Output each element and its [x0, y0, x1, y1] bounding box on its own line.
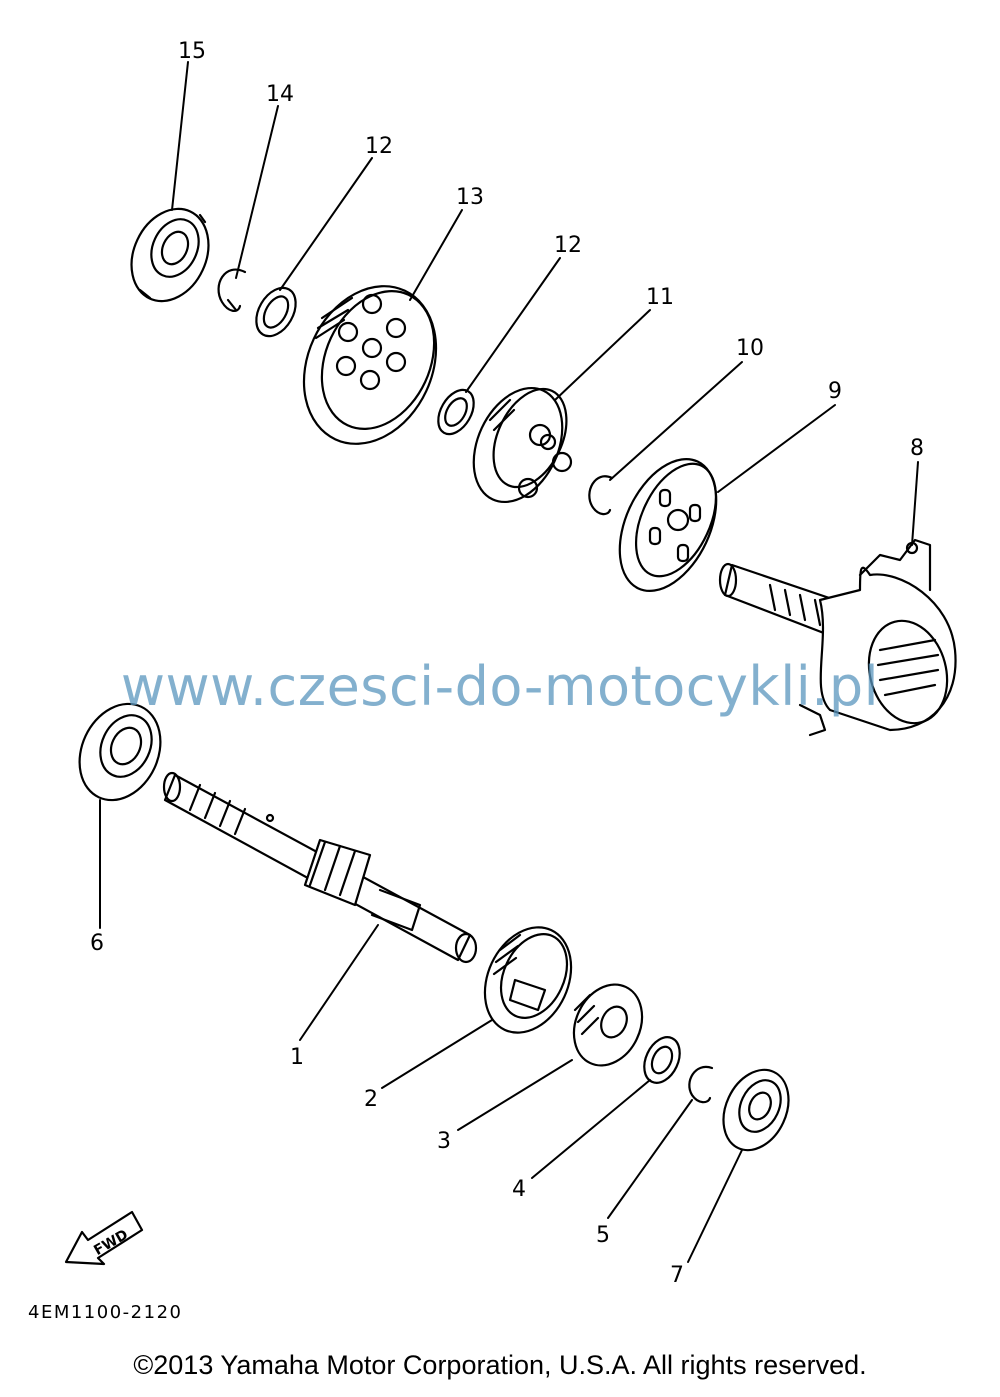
callout-15: 15	[178, 39, 206, 64]
gear-13	[279, 264, 461, 465]
output-shaft-8	[720, 540, 958, 735]
gear-9	[600, 444, 735, 606]
callout-5: 5	[596, 1223, 610, 1248]
gear-3	[561, 973, 655, 1076]
watermark: www.czesci-do-motocykli.pl	[120, 655, 880, 718]
bearing-7	[711, 1059, 801, 1160]
callout-8: 8	[910, 436, 924, 461]
callout-6: 6	[90, 931, 104, 956]
circlip-14	[219, 270, 245, 311]
circlip-5	[689, 1067, 712, 1102]
circlip-10	[589, 476, 612, 514]
callout-4: 4	[512, 1177, 526, 1202]
callout-13: 13	[456, 185, 484, 210]
washer-12-lower	[431, 384, 481, 441]
washer-4	[637, 1031, 686, 1088]
dog-2	[469, 913, 588, 1047]
main-shaft-1	[164, 773, 476, 962]
callout-11: 11	[646, 285, 674, 310]
callout-9: 9	[828, 379, 842, 404]
callout-7: 7	[670, 1263, 684, 1288]
washer-12-upper	[248, 281, 303, 343]
callout-10: 10	[736, 336, 764, 361]
callout-2: 2	[364, 1087, 378, 1112]
fwd-arrow-icon	[64, 1210, 144, 1266]
callout-1: 1	[290, 1045, 304, 1070]
callout-labels: 15 14 12 13 12 11 10 9 8 6 1 2 3 4 5 7 F…	[90, 39, 924, 1288]
callout-12-upper: 12	[365, 134, 393, 159]
callout-3: 3	[437, 1129, 451, 1154]
dog-clutch-11	[456, 374, 581, 517]
leader-lines	[99, 61, 919, 1263]
copyright-notice: ©2013 Yamaha Motor Corporation, U.S.A. A…	[133, 1350, 867, 1380]
bearing-6	[64, 691, 175, 814]
callout-14: 14	[266, 82, 294, 107]
diagram-code: 4EM1100-2120	[28, 1302, 183, 1323]
bearing-15	[117, 196, 223, 313]
callout-12-lower: 12	[554, 233, 582, 258]
